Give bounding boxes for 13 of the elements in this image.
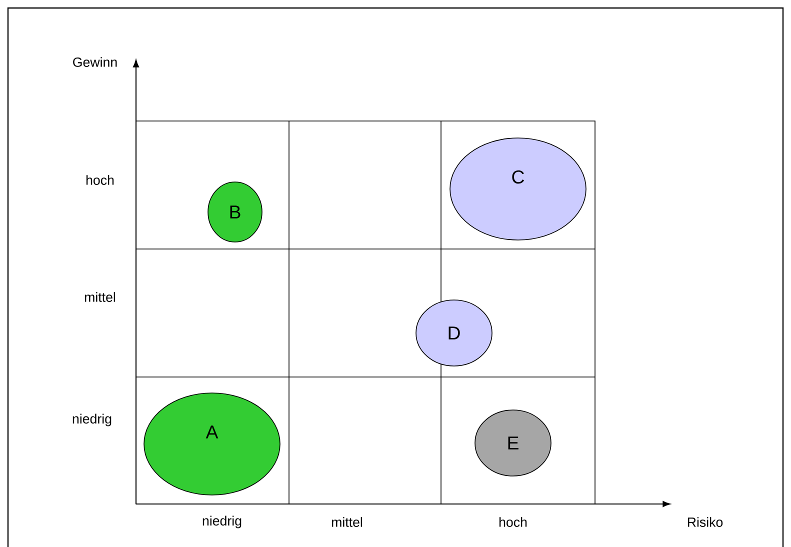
axis-label: mittel — [84, 292, 116, 302]
bubble: C — [450, 138, 586, 240]
axis-label: mittel — [332, 517, 362, 527]
axis-label: Risiko — [688, 517, 723, 527]
axis-label: hoch — [499, 517, 527, 527]
bubble: D — [416, 300, 492, 366]
axis-label: Gewinn — [73, 57, 117, 67]
axis-label: hoch — [86, 175, 114, 185]
bubble: E — [474, 410, 552, 476]
axis-label: niedrig — [202, 516, 242, 528]
bubble: B — [208, 182, 262, 242]
axis-label: niedrig — [72, 414, 112, 426]
bubble: A — [144, 392, 280, 496]
